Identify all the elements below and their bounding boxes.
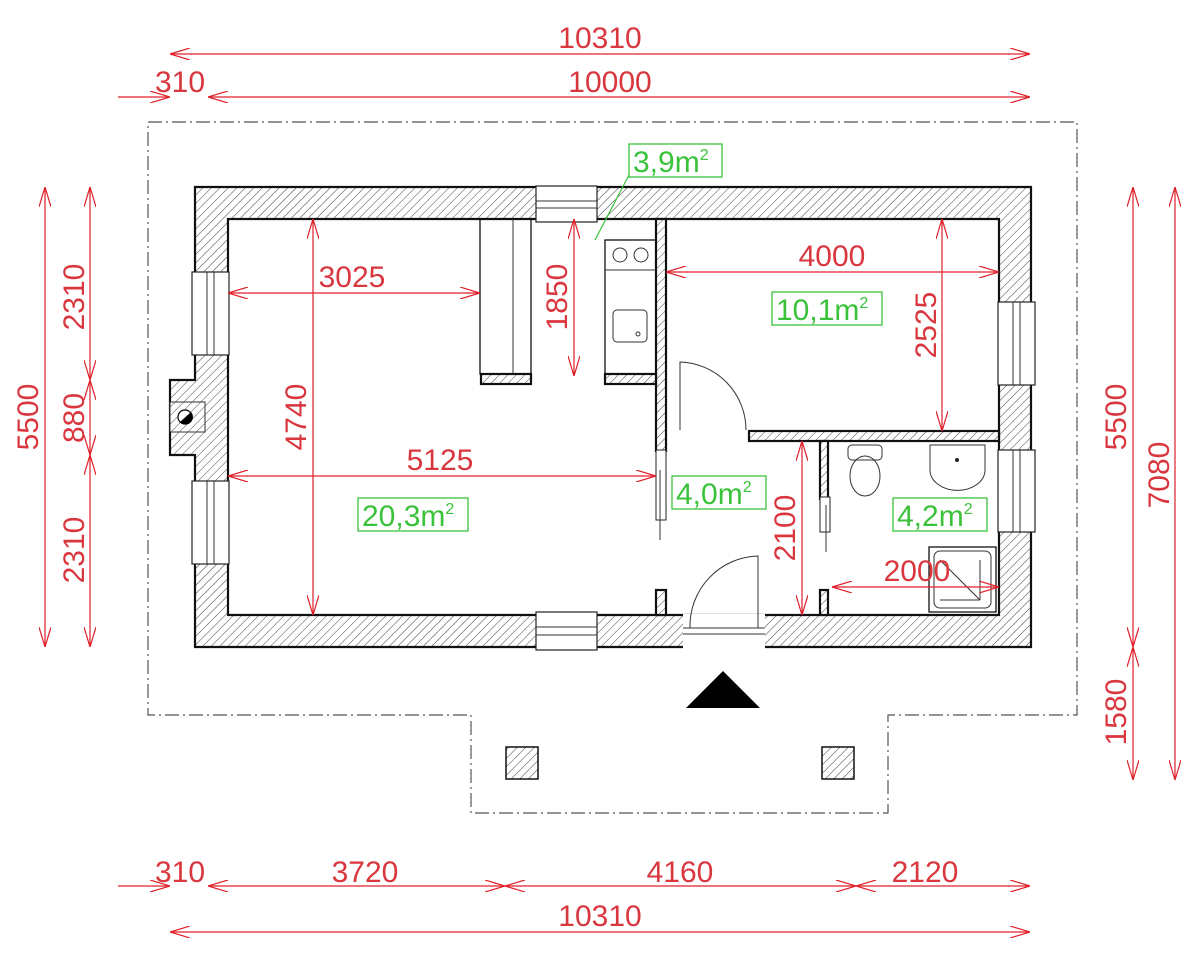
dim-top-offset: 310 [155,66,205,99]
dim-bottom-seg3: 2120 [892,856,959,889]
dim-bath-width: 2000 [884,555,951,588]
dim-right-overall: 7080 [1143,442,1176,509]
kitchen-counter-left [479,218,532,375]
dim-right-terrace: 1580 [1100,679,1133,746]
dim-left-upper: 2310 [58,264,91,331]
dim-left-lower: 2310 [58,517,91,584]
window-bottom [535,611,598,651]
entrance-arrow-icon [686,671,760,708]
area-living: 20,3m2 [362,500,454,533]
dim-top-overall: 10310 [558,22,641,55]
terrace-column-right [821,746,855,780]
window-right-bathroom [997,449,1036,533]
right-dimensions: 5500 1580 7080 [1100,187,1176,780]
area-kitchen: 3,9m2 [633,146,709,179]
dim-right-building: 5500 [1100,384,1133,451]
windows [191,185,1036,651]
window-left-upper [191,271,230,356]
dim-top-building: 10000 [568,66,651,99]
area-hall: 4,0m2 [676,478,752,511]
dim-left-overall: 5500 [12,384,45,451]
window-left-lower [191,480,230,565]
left-dimensions: 5500 2310 880 2310 [12,187,91,647]
dim-hall-depth: 2100 [769,495,802,562]
entrance-door [683,555,765,649]
toilet-tank-icon [847,444,883,461]
dim-bedroom-depth: 2525 [910,292,943,359]
dim-living-length: 5125 [407,444,474,477]
dim-bottom-offset: 310 [155,856,205,889]
dim-living-depth: 4740 [280,384,313,451]
fireplace [169,401,206,433]
dim-bottom-seg2: 4160 [647,856,714,889]
terrace-column-left [505,746,539,780]
window-top [535,185,598,223]
bottom-dimensions: 310 3720 4160 2120 10310 [118,856,1030,933]
area-bedroom: 10,1m2 [776,294,868,327]
dim-bottom-seg1: 3720 [332,856,399,889]
window-right-bedroom [997,301,1036,386]
sink-icon [612,309,648,343]
top-dimensions: 10310 310 10000 [118,22,1030,99]
dim-bottom-overall: 10310 [558,900,641,933]
interior-dimensions: 3025 4740 5125 1850 4000 2525 2100 2000 [228,219,999,615]
interior-doors [655,361,831,552]
kitchen-counter-right [604,239,657,375]
dim-living-width: 3025 [319,261,386,294]
kitchen-fixtures [479,218,657,375]
dim-kitchen-depth: 1850 [541,264,574,331]
bathroom-fixtures [847,444,997,613]
area-bathroom: 4,2m2 [897,500,973,533]
toilet-icon [849,455,881,497]
dim-left-middle: 880 [58,393,91,443]
shower-tray-icon [928,546,997,613]
roof-outline [147,121,1078,814]
washbasin-icon [929,444,986,491]
stove-icon [612,247,628,263]
walls [168,185,1033,649]
dim-bedroom-width: 4000 [799,240,866,273]
area-labels: 3,9m2 10,1m2 20,3m2 4,0m2 4,2m2 [357,143,988,533]
